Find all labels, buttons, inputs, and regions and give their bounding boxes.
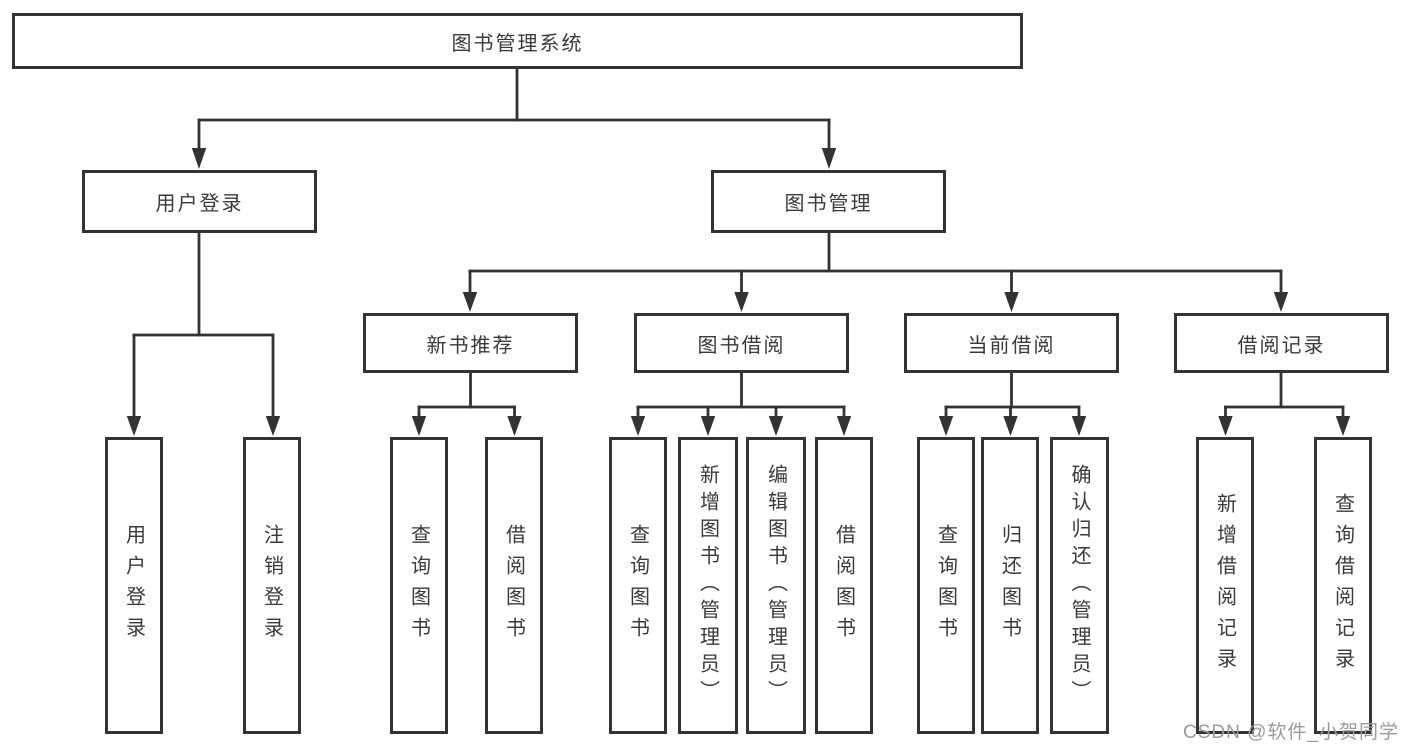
node-label: 新增借阅记录 — [1213, 492, 1236, 679]
connector-root-to-level2 — [191, 69, 837, 169]
node-current-borrow: 当前借阅 — [904, 313, 1119, 373]
connector-borrow-records-to-leaves — [1218, 373, 1351, 436]
node-label: 查询图书 — [407, 523, 430, 648]
leaf-query-borrow-record: 查询借阅记录 — [1314, 437, 1372, 734]
node-label: 新书推荐 — [426, 334, 515, 357]
node-label: 注销登录 — [260, 523, 283, 648]
node-label: 用户登录 — [155, 193, 244, 215]
leaf-return-books: 归还图书 — [981, 437, 1039, 734]
csdn-watermark: CSDN @软件_小贺同学 — [1183, 722, 1399, 743]
node-label: 编辑图书（管理员） — [764, 464, 787, 707]
leaf-query-books-recommend: 查询图书 — [390, 437, 448, 734]
leaf-add-book-admin: 新增图书（管理员） — [678, 437, 738, 734]
leaf-borrow-books-recommend: 借阅图书 — [485, 437, 543, 734]
connector-user-login-to-leaves — [126, 233, 281, 436]
node-label: 图书管理系统 — [451, 32, 584, 55]
node-label: 图书管理 — [784, 193, 873, 215]
node-label: 新增图书（管理员） — [696, 464, 719, 707]
node-label: 归还图书 — [998, 523, 1021, 648]
node-label: 借阅图书 — [502, 523, 525, 648]
node-label: 查询借阅记录 — [1331, 492, 1354, 679]
connector-book-management-to-level3 — [462, 233, 1289, 312]
leaf-logout: 注销登录 — [243, 437, 301, 734]
leaf-query-books-current: 查询图书 — [917, 437, 975, 734]
node-label: 查询图书 — [626, 523, 649, 648]
node-user-login: 用户登录 — [82, 170, 317, 233]
connector-new-book-recommend-to-leaves — [411, 373, 522, 436]
node-label: 确认归还（管理员） — [1068, 464, 1090, 707]
leaf-query-books-borrow: 查询图书 — [609, 437, 667, 734]
leaf-user-login: 用户登录 — [105, 437, 163, 734]
connector-current-borrow-to-leaves — [938, 373, 1087, 436]
node-label: 查询图书 — [934, 523, 957, 648]
node-label: 图书借阅 — [697, 334, 786, 357]
node-label: 用户登录 — [122, 523, 145, 648]
node-system-root: 图书管理系统 — [12, 13, 1023, 69]
leaf-borrow-books-borrow: 借阅图书 — [815, 437, 873, 734]
node-borrow-records: 借阅记录 — [1174, 313, 1389, 373]
node-book-borrow: 图书借阅 — [634, 313, 849, 373]
node-label: 借阅记录 — [1237, 334, 1326, 357]
connector-book-borrow-to-leaves — [630, 373, 852, 436]
node-label: 借阅图书 — [832, 523, 855, 648]
leaf-edit-book-admin: 编辑图书（管理员） — [746, 437, 806, 734]
node-label: 当前借阅 — [967, 334, 1056, 357]
leaf-add-borrow-record: 新增借阅记录 — [1196, 437, 1254, 734]
node-new-book-recommend: 新书推荐 — [363, 313, 578, 373]
node-book-management: 图书管理 — [711, 170, 946, 233]
leaf-confirm-return-admin: 确认归还（管理员） — [1050, 437, 1109, 734]
